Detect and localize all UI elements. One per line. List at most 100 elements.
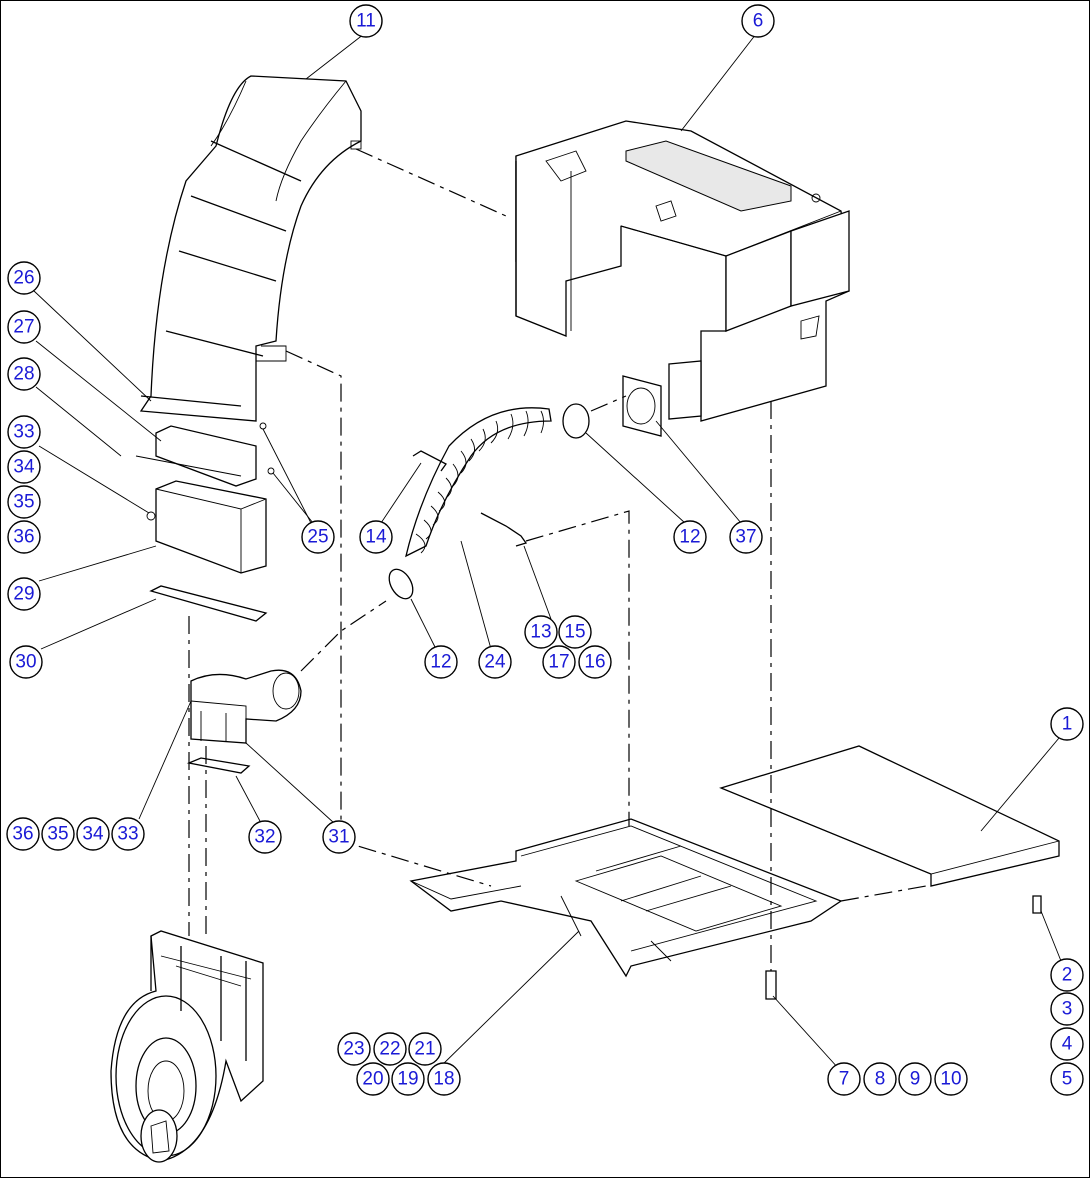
callout-27[interactable]: 27 [7, 310, 41, 344]
callout-30[interactable]: 30 [9, 645, 43, 679]
svg-text:13: 13 [530, 622, 551, 643]
svg-text:36: 36 [12, 824, 33, 845]
callout-26[interactable]: 26 [7, 261, 41, 295]
callout-33-upper[interactable]: 33 [7, 415, 41, 449]
callout-25[interactable]: 25 [301, 520, 335, 554]
callout-2[interactable]: 2 [1050, 958, 1084, 992]
callout-31[interactable]: 31 [322, 820, 356, 854]
callout-12-upper[interactable]: 12 [673, 520, 707, 554]
svg-text:37: 37 [735, 527, 756, 548]
callout-5[interactable]: 5 [1050, 1062, 1084, 1096]
callout-21[interactable]: 21 [408, 1032, 442, 1066]
callout-32[interactable]: 32 [248, 820, 282, 854]
svg-text:22: 22 [379, 1039, 400, 1060]
svg-text:19: 19 [397, 1069, 418, 1090]
part-30-gasket [149, 585, 268, 622]
callout-23[interactable]: 23 [337, 1032, 371, 1066]
callout-20[interactable]: 20 [356, 1062, 390, 1096]
callout-18[interactable]: 18 [427, 1062, 461, 1096]
callout-36-lower[interactable]: 36 [6, 817, 40, 851]
svg-text:2: 2 [1062, 965, 1073, 986]
callout-15[interactable]: 15 [558, 615, 592, 649]
svg-text:32: 32 [254, 827, 275, 848]
callout-24[interactable]: 24 [478, 645, 512, 679]
svg-text:10: 10 [940, 1069, 961, 1090]
svg-text:6: 6 [753, 11, 764, 32]
part-29-filter-box [146, 480, 267, 574]
callout-35-upper[interactable]: 35 [7, 485, 41, 519]
part-6-hvac-unit [515, 120, 850, 422]
svg-text:15: 15 [564, 622, 585, 643]
callout-3[interactable]: 3 [1050, 992, 1084, 1026]
callout-35-lower[interactable]: 35 [41, 817, 75, 851]
blower-assembly [110, 930, 264, 1163]
part-37-flange [622, 375, 662, 437]
callout-14[interactable]: 14 [359, 520, 393, 554]
callout-13[interactable]: 13 [524, 615, 558, 649]
svg-text:11: 11 [356, 11, 376, 32]
callout-11[interactable]: 11 [349, 4, 383, 38]
callout-33-lower[interactable]: 33 [111, 817, 145, 851]
part-2-fastener [1032, 895, 1042, 914]
svg-text:33: 33 [117, 824, 138, 845]
svg-text:18: 18 [433, 1069, 454, 1090]
callout-17[interactable]: 17 [542, 645, 576, 679]
svg-text:30: 30 [15, 652, 36, 673]
svg-text:31: 31 [328, 827, 349, 848]
svg-text:14: 14 [365, 527, 387, 548]
svg-text:9: 9 [910, 1069, 921, 1090]
part-14-bracket [412, 450, 447, 472]
part-7-fastener [765, 970, 777, 1000]
callout-4[interactable]: 4 [1050, 1027, 1084, 1061]
svg-text:7: 7 [839, 1069, 850, 1090]
part-31-elbow [190, 669, 302, 744]
svg-text:28: 28 [13, 364, 34, 385]
part-18-floor-frame [409, 818, 843, 978]
callout-12-lower[interactable]: 12 [424, 645, 458, 679]
callout-7[interactable]: 7 [827, 1062, 861, 1096]
svg-text:8: 8 [875, 1069, 886, 1090]
svg-text:12: 12 [679, 527, 700, 548]
svg-text:20: 20 [362, 1069, 383, 1090]
callout-16[interactable]: 16 [578, 645, 612, 679]
callout-22[interactable]: 22 [373, 1032, 407, 1066]
callout-34-lower[interactable]: 34 [76, 817, 110, 851]
svg-text:34: 34 [13, 457, 35, 478]
part-11-curved-duct [139, 75, 362, 422]
svg-text:4: 4 [1062, 1034, 1073, 1055]
svg-text:16: 16 [584, 652, 605, 673]
part-27-filter-frame [135, 425, 257, 487]
callout-1[interactable]: 1 [1050, 707, 1084, 741]
svg-text:3: 3 [1062, 999, 1073, 1020]
callout-28[interactable]: 28 [7, 357, 41, 391]
callout-10[interactable]: 10 [934, 1062, 968, 1096]
svg-text:29: 29 [13, 584, 34, 605]
callout-36-upper[interactable]: 36 [7, 520, 41, 554]
callout-29[interactable]: 29 [7, 577, 41, 611]
callout-9[interactable]: 9 [898, 1062, 932, 1096]
assembly-lines [188, 148, 927, 971]
svg-text:5: 5 [1062, 1069, 1073, 1090]
svg-text:12: 12 [430, 652, 451, 673]
svg-text:35: 35 [13, 492, 34, 513]
svg-text:33: 33 [13, 422, 34, 443]
svg-text:17: 17 [548, 652, 569, 673]
callout-37[interactable]: 37 [729, 520, 763, 554]
part-12-upper-gasket [562, 403, 590, 439]
part-13-clamp [480, 512, 528, 547]
callout-8[interactable]: 8 [863, 1062, 897, 1096]
svg-text:35: 35 [47, 824, 68, 845]
svg-text:26: 26 [13, 268, 34, 289]
svg-text:36: 36 [13, 527, 34, 548]
part-12-lower-gasket [388, 568, 414, 600]
svg-text:21: 21 [414, 1039, 435, 1060]
part-24-flex-hose [405, 407, 552, 558]
callout-34-upper[interactable]: 34 [7, 450, 41, 484]
svg-text:1: 1 [1062, 714, 1073, 735]
svg-text:23: 23 [343, 1039, 364, 1060]
callout-6[interactable]: 6 [741, 4, 775, 38]
callout-19[interactable]: 19 [391, 1062, 425, 1096]
leader-lines [33, 33, 1062, 1070]
